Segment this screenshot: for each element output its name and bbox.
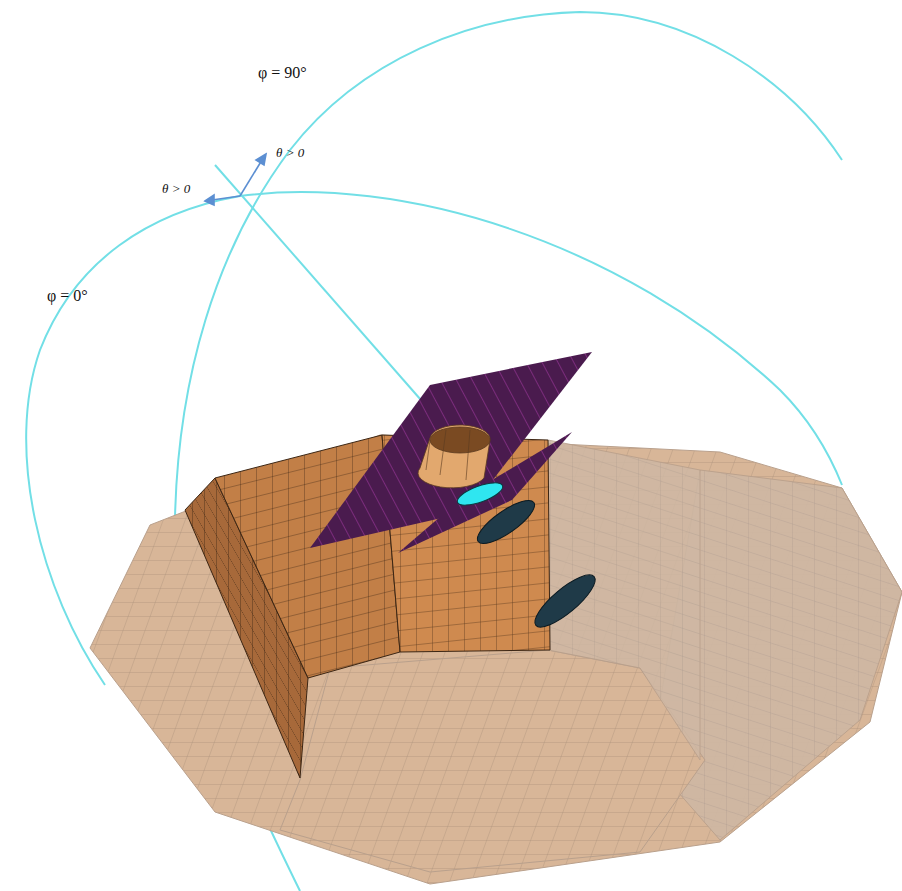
- angle-label: φ = 90°: [258, 64, 307, 82]
- angle-label: φ = 0°: [47, 287, 88, 305]
- discs: [455, 478, 602, 634]
- theta-arrows: [205, 154, 266, 205]
- cylinder: [418, 425, 490, 488]
- angle-label: θ > 0: [162, 182, 190, 196]
- angle-label: θ > 0: [276, 146, 304, 160]
- purple-planes: [310, 352, 592, 553]
